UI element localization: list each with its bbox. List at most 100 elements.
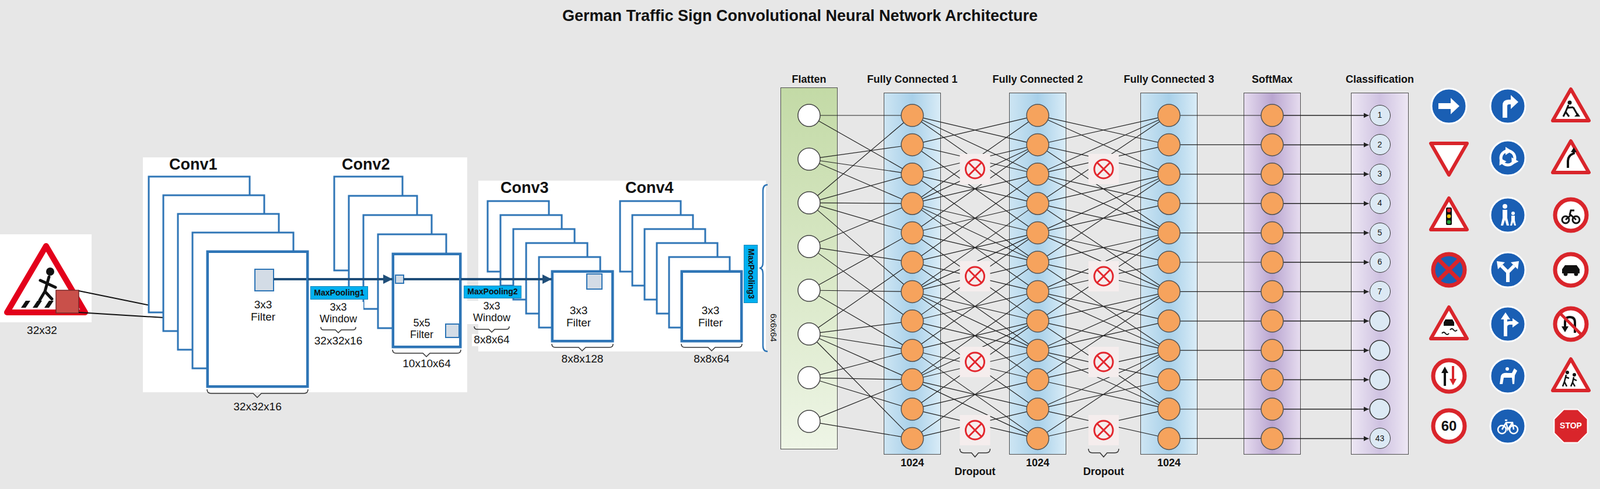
sign-pedestrians bbox=[1490, 197, 1526, 233]
feature-map: 5x5 Filter bbox=[392, 253, 461, 348]
label-text: Conv3 bbox=[500, 179, 549, 198]
neuron bbox=[901, 251, 924, 274]
neuron-link bbox=[1048, 294, 1159, 320]
dropout-icon bbox=[960, 415, 991, 446]
sign-pedestrians bbox=[1490, 197, 1526, 233]
sign-children bbox=[1552, 359, 1589, 391]
dropout-icon bbox=[1088, 153, 1119, 185]
neuron bbox=[1261, 398, 1284, 421]
sign-roundabout bbox=[1496, 155, 1507, 166]
sign-road-work bbox=[1563, 104, 1578, 117]
label-text: Conv1 bbox=[169, 156, 218, 174]
neuron-link bbox=[1180, 320, 1262, 322]
sign-left-or-right bbox=[1496, 261, 1505, 270]
neuron bbox=[1261, 369, 1284, 392]
neuron-link bbox=[817, 122, 904, 196]
dropout-icon bbox=[968, 424, 982, 437]
sign-oncoming-priority bbox=[1443, 372, 1447, 387]
conv-panel bbox=[142, 157, 766, 393]
neuron-link bbox=[1048, 235, 1159, 261]
label-text: 32x32 bbox=[26, 324, 58, 338]
neuron bbox=[901, 104, 924, 127]
feature-map: 3x3 Filter bbox=[207, 251, 308, 388]
layer-size: 1024 bbox=[1026, 457, 1050, 470]
sign-oncoming-priority bbox=[1433, 360, 1465, 392]
neuron bbox=[901, 192, 924, 215]
class-circle: 3 bbox=[1369, 163, 1391, 185]
neuron bbox=[797, 104, 821, 127]
label-text: Conv4 bbox=[625, 179, 674, 198]
neuron bbox=[1026, 398, 1049, 421]
sign-road-work bbox=[1567, 100, 1573, 105]
node-text: MaxPooling3 bbox=[746, 249, 755, 300]
feature-map: 3x3 Filter bbox=[681, 271, 742, 342]
neuron-link bbox=[1048, 117, 1159, 143]
neuron bbox=[1026, 222, 1049, 245]
sign-road-work bbox=[1574, 113, 1581, 117]
neuron-link bbox=[921, 298, 1029, 374]
sign-stop bbox=[1553, 409, 1588, 443]
sign-children bbox=[1552, 359, 1589, 391]
neuron-link bbox=[921, 239, 1029, 315]
neuron bbox=[1026, 339, 1049, 362]
sign-traffic-light bbox=[1447, 214, 1452, 219]
neuron-link bbox=[818, 163, 902, 200]
neuron-link bbox=[922, 117, 1027, 143]
neuron-link bbox=[921, 151, 1029, 227]
neuron bbox=[1157, 163, 1181, 186]
neuron bbox=[1261, 133, 1284, 156]
class-circle: 1 bbox=[1369, 104, 1391, 126]
neuron-link bbox=[1180, 408, 1262, 410]
sign-slippery-road bbox=[1430, 307, 1468, 339]
input-image bbox=[0, 234, 92, 323]
neuron-link bbox=[1283, 114, 1370, 117]
sign-horse-riders bbox=[1490, 358, 1526, 394]
layer-heading: Fully Connected 3 bbox=[1123, 74, 1214, 86]
neuron-link bbox=[819, 205, 902, 230]
class-circle-blank bbox=[1369, 399, 1391, 420]
neuron-link bbox=[1047, 355, 1159, 405]
diagram-title: German Traffic Sign Convolutional Neural… bbox=[0, 6, 1600, 26]
flow-arrow bbox=[307, 278, 393, 281]
label-text: 32x32x16 bbox=[312, 335, 364, 348]
node-text: 43 bbox=[1375, 434, 1385, 444]
neuron-link bbox=[1180, 232, 1262, 234]
filter-arrow-line bbox=[273, 278, 461, 281]
neuron-link bbox=[820, 377, 902, 380]
sign-curve-right bbox=[1570, 147, 1577, 153]
neuron-link bbox=[1180, 114, 1262, 116]
neuron-link bbox=[817, 253, 903, 315]
node-text: 6 bbox=[1377, 257, 1383, 267]
filter-arrow-line bbox=[273, 278, 308, 281]
neuron bbox=[1261, 339, 1284, 362]
sign-no-u-turn bbox=[1555, 308, 1587, 341]
node-text: 3x3 Filter bbox=[691, 305, 730, 330]
dropout-icon bbox=[1088, 261, 1119, 292]
input-image bbox=[39, 277, 56, 301]
label-text: 60 bbox=[1441, 418, 1458, 434]
sign-yield bbox=[1430, 143, 1468, 175]
sign-pedestrians bbox=[1510, 215, 1517, 226]
feature-map: 3x3 Filter bbox=[551, 271, 614, 342]
neuron-link bbox=[1048, 117, 1159, 143]
filter-arrow-line bbox=[403, 278, 461, 281]
sign-no-u-turn bbox=[1560, 314, 1581, 335]
sign-oncoming-priority bbox=[1449, 379, 1457, 386]
sign-oncoming-priority bbox=[1451, 366, 1455, 380]
neuron-link bbox=[820, 114, 902, 116]
dimension-bracket bbox=[474, 326, 510, 333]
neuron bbox=[1026, 280, 1049, 303]
neuron bbox=[1157, 339, 1181, 362]
neuron bbox=[1261, 104, 1284, 127]
sign-straight-or-right bbox=[1490, 306, 1526, 342]
input-image bbox=[0, 234, 92, 323]
filter-square bbox=[445, 324, 460, 338]
label-text: STOP bbox=[1559, 421, 1582, 431]
class-circle: 43 bbox=[1369, 428, 1391, 450]
class-circle: 7 bbox=[1369, 281, 1391, 303]
neuron-link bbox=[1048, 235, 1159, 261]
label-text: 6x6x64 bbox=[768, 313, 779, 342]
neuron-link bbox=[921, 298, 1029, 374]
sign-straight-or-right bbox=[1500, 312, 1511, 320]
